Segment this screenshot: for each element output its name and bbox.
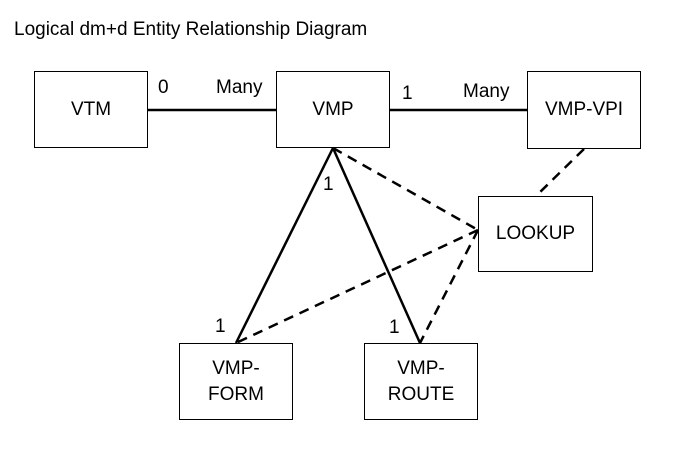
relationship-vmp-vmp-route — [331, 147, 422, 344]
entity-vmp-route-label: VMP- ROUTE — [387, 357, 455, 405]
entity-vmp-route: VMP- ROUTE — [364, 343, 478, 420]
cardinality-vmp-end-from-vtm: Many — [216, 77, 263, 98]
cardinality-vmp-end-below: 1 — [323, 174, 334, 195]
entity-vmp-form: VMP- FORM — [179, 343, 293, 420]
cardinality-vmp-vpi-end: Many — [463, 81, 510, 102]
dashed-link-lookup-vmp-route — [418, 229, 480, 344]
cardinality-vmp-route-end: 1 — [389, 317, 400, 338]
entity-vmp-form-label: VMP- FORM — [208, 357, 264, 405]
entity-vmp-label: VMP — [312, 98, 354, 120]
relationship-vmp-vmp-form — [234, 147, 335, 344]
cardinality-vtm-end: 0 — [158, 77, 169, 98]
entity-vmp-vpi: VMP-VPI — [527, 71, 641, 149]
dashed-link-lookup-vmp-form — [235, 228, 479, 345]
entity-vmp: VMP — [276, 71, 390, 148]
entity-lookup: LOOKUP — [478, 196, 593, 272]
entity-lookup-label: LOOKUP — [495, 223, 576, 244]
cardinality-vmp-form-end: 1 — [215, 316, 226, 337]
diagram-title: Logical dm+d Entity Relationship Diagram — [14, 19, 368, 40]
cardinality-vmp-end-to-vpi: 1 — [402, 83, 413, 104]
entity-vmp-vpi-label: VMP-VPI — [544, 99, 624, 120]
dashed-link-vmp-vpi-lookup — [534, 148, 585, 198]
entity-vtm: VTM — [34, 71, 148, 148]
dashed-link-vmp-lookup — [332, 146, 479, 232]
entity-vtm-label: VTM — [70, 98, 112, 120]
